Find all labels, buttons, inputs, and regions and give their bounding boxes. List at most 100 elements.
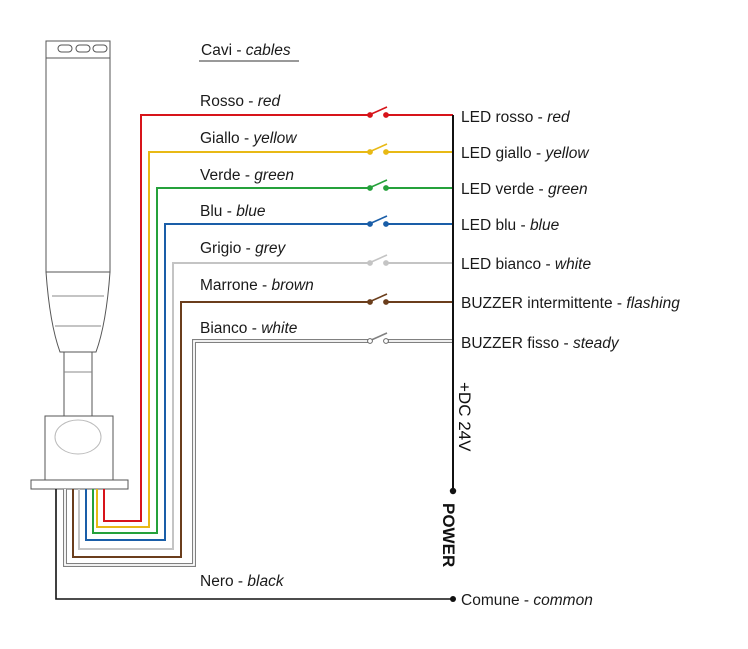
dc-voltage-label: +DC 24V	[455, 382, 474, 452]
cable-label-red-it: Rosso	[200, 93, 244, 110]
tower-top-cap	[45, 40, 111, 59]
cable-label-yellow: Giallo - yellow	[200, 130, 298, 147]
output-label-grey: LED bianco - white	[461, 256, 591, 273]
cables-it: Cavi	[201, 42, 232, 59]
cable-label-black: Nero - black	[200, 573, 285, 590]
switch-red-contact-a	[367, 112, 373, 118]
output-label-green-en: green	[548, 181, 588, 198]
common-label: Comune - common	[461, 592, 593, 609]
common-terminal-dot	[450, 596, 456, 602]
tower-flare	[45, 271, 111, 353]
cable-label-black-sep: -	[234, 573, 248, 590]
wire-blue	[85, 223, 370, 541]
common-label-sep: -	[520, 592, 534, 609]
cables-title: Cavi - cables	[201, 42, 291, 59]
wire-red	[103, 114, 370, 522]
output-label-brown-sep: -	[613, 295, 627, 312]
cap-slot-2	[75, 44, 91, 53]
wire-black	[55, 489, 453, 600]
output-label-white: BUZZER fisso - steady	[461, 335, 620, 352]
output-label-brown-en: flashing	[626, 295, 680, 312]
common-label-it: Comune	[461, 592, 520, 609]
output-label-brown: BUZZER intermittente - flashing	[461, 295, 680, 312]
output-label-white-sep: -	[559, 335, 573, 352]
tower-flange	[30, 479, 129, 490]
cable-label-blue-it: Blu	[200, 203, 222, 220]
switch-blue-contact-b	[383, 221, 389, 227]
cable-label-grey-it: Grigio	[200, 240, 241, 257]
output-label-green-sep: -	[534, 181, 548, 198]
output-label-white-en: steady	[573, 335, 620, 352]
power-supply: +DC 24V POWER	[439, 115, 474, 567]
switch-grey-contact-b	[383, 260, 389, 266]
cable-label-green-en: green	[254, 167, 294, 184]
cable-label-grey: Grigio - grey	[200, 240, 287, 257]
output-label-brown-it: BUZZER intermittente	[461, 295, 613, 312]
cap-slot-1	[57, 44, 73, 53]
cable-label-white-it: Bianco	[200, 320, 247, 337]
cable-label-brown-it: Marrone	[200, 277, 258, 294]
output-label-green-it: LED verde	[461, 181, 534, 198]
cable-label-red: Rosso - red	[200, 93, 282, 110]
output-label-red-it: LED rosso	[461, 109, 533, 126]
output-label-yellow-en: yellow	[544, 145, 590, 162]
common-label-en: common	[533, 592, 592, 609]
cable-label-black-it: Nero	[200, 573, 234, 590]
switch-yellow-contact-b	[383, 149, 389, 155]
switch-brown-contact-a	[367, 299, 373, 305]
cable-label-blue: Blu - blue	[200, 203, 266, 220]
output-label-red-en: red	[547, 109, 571, 126]
wire-white	[64, 340, 370, 566]
output-label-grey-sep: -	[541, 256, 555, 273]
cable-label-grey-sep: -	[241, 240, 255, 257]
cap-slot-3	[92, 44, 108, 53]
tower-neck	[63, 351, 93, 417]
switch-blue-contact-a	[367, 221, 373, 227]
cable-label-green: Verde - green	[200, 167, 294, 184]
cable-label-green-sep: -	[241, 167, 255, 184]
switch-grey-contact-a	[367, 260, 373, 266]
cable-label-yellow-en: yellow	[252, 130, 298, 147]
switch-white-contact-b	[383, 338, 389, 344]
output-label-blue-sep: -	[516, 217, 530, 234]
cable-label-red-en: red	[258, 93, 282, 110]
output-label-white-it: BUZZER fisso	[461, 335, 559, 352]
cable-label-yellow-it: Giallo	[200, 130, 240, 147]
output-label-red-sep: -	[533, 109, 547, 126]
output-label-red: LED rosso - red	[461, 109, 571, 126]
tower-base-block	[44, 415, 114, 481]
cable-label-blue-en: blue	[236, 203, 266, 220]
output-label-grey-it: LED bianco	[461, 256, 541, 273]
cables-sep: -	[232, 42, 246, 59]
switch-green-contact-a	[367, 185, 373, 191]
cable-label-white-en: white	[261, 320, 298, 337]
output-label-blue-en: blue	[530, 217, 560, 234]
switch-yellow-contact-a	[367, 149, 373, 155]
cable-label-brown-sep: -	[258, 277, 272, 294]
power-terminal-dot	[449, 487, 457, 495]
cable-label-brown-en: brown	[272, 277, 314, 294]
cable-label-white-sep: -	[247, 320, 261, 337]
switch-brown-contact-b	[383, 299, 389, 305]
cable-label-blue-sep: -	[222, 203, 236, 220]
base-mount-hole	[54, 419, 102, 455]
wire-green	[92, 187, 370, 534]
tower-lamp-body	[45, 57, 111, 273]
output-label-green: LED verde - green	[461, 181, 588, 198]
output-label-grey-en: white	[555, 256, 592, 273]
output-label-yellow-it: LED giallo	[461, 145, 532, 162]
cable-label-white: Bianco - white	[200, 320, 298, 337]
output-label-blue-it: LED blu	[461, 217, 516, 234]
wire-grey	[78, 262, 370, 550]
wire-brown	[72, 301, 370, 558]
cables-en: cables	[246, 42, 291, 59]
cable-label-black-en: black	[247, 573, 284, 590]
cable-label-green-it: Verde	[200, 167, 241, 184]
cable-label-yellow-sep: -	[240, 130, 254, 147]
output-label-blue: LED blu - blue	[461, 217, 560, 234]
switch-green-contact-b	[383, 185, 389, 191]
wire-yellow	[96, 151, 370, 528]
switch-white-contact-a	[367, 338, 373, 344]
output-label-yellow-sep: -	[532, 145, 546, 162]
